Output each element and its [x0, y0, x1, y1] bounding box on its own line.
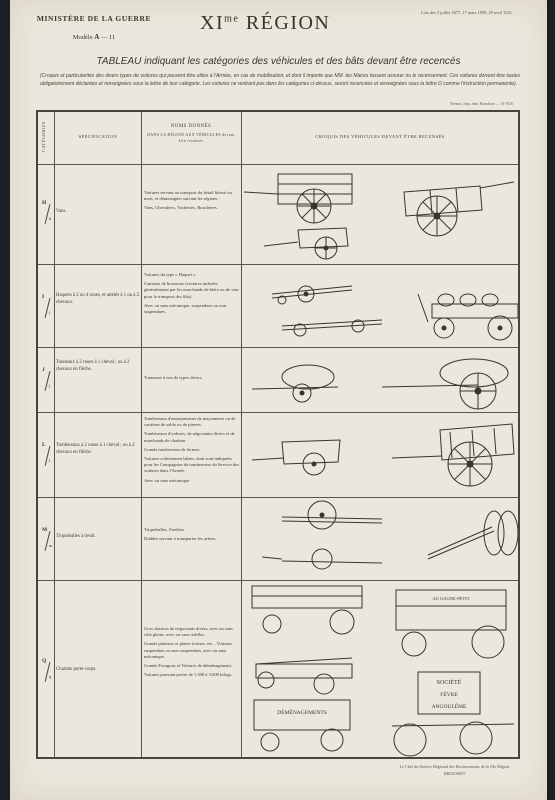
specification-cell: Haquets à 2 ou 4 roues, et attelés à 1 o…	[56, 293, 139, 305]
region-sup: me	[224, 13, 240, 25]
noms-cell: Voitures du type « Haquet ». Camions de …	[144, 272, 239, 315]
noms-cell: Triqueballes. Fardiers. Diables servant …	[144, 527, 217, 542]
row-divider	[38, 347, 518, 348]
header-specification: SPÉCIFICATION	[78, 134, 118, 139]
sketch-haquets	[242, 264, 518, 347]
row-divider	[38, 264, 518, 265]
row-divider	[38, 164, 518, 165]
header-categories: CATÉGORIES	[41, 121, 46, 152]
table-row: I i Haquets à 2 ou 4 roues, et attelés à…	[38, 264, 518, 347]
sign-fevre: FÈVRE	[440, 690, 458, 698]
noms-cell: Tombereaux d'entrepreneurs de maçonnerie…	[144, 416, 240, 483]
header-noms-title: NOMS DONNÉS	[170, 124, 212, 129]
row-divider	[38, 497, 518, 498]
specification-cell: Tonneaux à 2 roues à 1 cheval ; ou à 2 c…	[56, 360, 130, 372]
category-cell: H h	[38, 164, 54, 264]
specification-cell: Tombereaux à 2 roues à 1 cheval ; ou à 2…	[56, 443, 135, 455]
table-row: L l Tombereaux à 2 roues à 1 cheval ; ou…	[38, 412, 518, 497]
table-row: H h Vans. Voitures servant au transport …	[38, 164, 518, 264]
sign-angouleme: ANGOULÊME	[432, 702, 467, 710]
sketch-chariots: AU GAGNE-PETIT SOCIÉTÉ FÈVRE ANGOULÊME	[242, 580, 518, 757]
row-divider	[38, 412, 518, 413]
model-number: — 11	[100, 34, 116, 41]
sign-demenagements: DÉMÉNAGEMENTS	[277, 708, 327, 716]
col-divider	[141, 112, 142, 757]
table-row: M m Triqueballes à treuil. Triqueballes.…	[38, 497, 518, 580]
category-cell: M m	[38, 497, 54, 580]
vehicle-table: CATÉGORIES SPÉCIFICATION NOMS DONNÉS DAN…	[36, 110, 520, 759]
category-cell: J j	[38, 347, 54, 412]
col-divider	[241, 112, 242, 757]
table-title: TABLEAU indiquant les catégories des véh…	[96, 56, 461, 67]
poster-sheet: MINISTÈRE DE LA GUERRE Modèle A — 11 XIm…	[10, 0, 547, 800]
model-label: Modèle	[72, 34, 93, 41]
signature-name: BROUSSET.	[443, 771, 467, 776]
header-noms-sub: DANS LA RÉGION AUX VÉHICULES devant être…	[147, 133, 235, 143]
region-word: RÉGION	[245, 12, 331, 34]
sign-societe: SOCIÉTÉ	[437, 678, 462, 686]
specification-cell: Chariots porte-corps.	[56, 667, 97, 672]
header-croquis: CROQUIS DES VÉHICULES DEVANT ÊTRE RECENS…	[315, 134, 445, 139]
table-row: Q q Chariots porte-corps. Gros chariots …	[38, 580, 518, 757]
sketch-triqueballes	[242, 497, 518, 580]
category-cell: L l	[38, 412, 54, 497]
header-left: MINISTÈRE DE LA GUERRE Modèle A — 11	[34, 14, 154, 41]
print-note: Rennes, Imp. adm. Brandone — 10-1926	[450, 102, 513, 106]
signature-block: Le Chef du Service Régional des Recensem…	[380, 763, 530, 777]
region-numeral: XI	[200, 12, 225, 34]
table-row: J j Tonneaux à 2 roues à 1 cheval ; ou à…	[38, 347, 518, 412]
noms-cell: Gros chariots de négociants divers, avec…	[144, 626, 233, 678]
category-cell: I i	[38, 264, 54, 347]
law-references: Lois des 3 juillet 1877, 17 mars 1909, 2…	[420, 10, 514, 15]
noms-cell: Tonneaux à eau de types divers.	[144, 375, 203, 380]
model-reference: Modèle A — 11	[34, 33, 154, 41]
row-divider	[38, 580, 518, 581]
col-divider	[54, 112, 55, 757]
category-cell: Q q	[38, 580, 54, 757]
sketch-tombereaux	[242, 412, 518, 497]
intro-paragraph: (Croquis et particularités des divers ty…	[40, 73, 520, 87]
ministry-name: MINISTÈRE DE LA GUERRE	[36, 14, 152, 23]
sketch-vans	[242, 164, 518, 264]
sketch-tonneaux	[242, 347, 518, 412]
noms-cell: Voitures servant au transport du bétail …	[144, 190, 232, 211]
van-sign: AU GAGNE-PETIT	[432, 596, 469, 601]
model-letter: A	[94, 33, 100, 41]
signature-title: Le Chef du Service Régional des Recensem…	[399, 764, 511, 769]
region-title: XIme RÉGION	[200, 12, 330, 35]
specification-cell: Vans.	[56, 209, 67, 214]
header-noms: NOMS DONNÉS DANS LA RÉGION AUX VÉHICULES…	[143, 124, 239, 164]
specification-cell: Triqueballes à treuil.	[56, 534, 96, 539]
